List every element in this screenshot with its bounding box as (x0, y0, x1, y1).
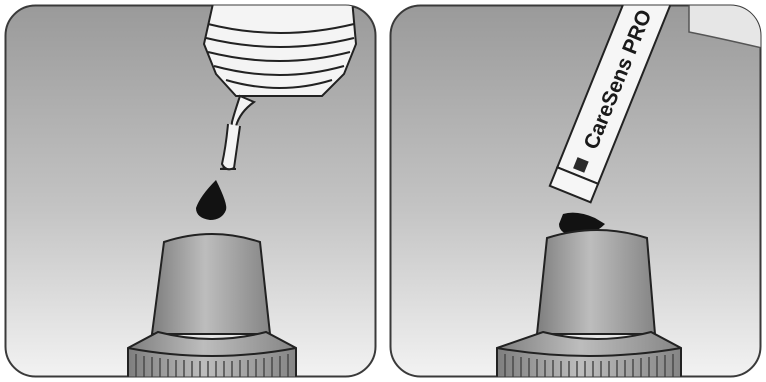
right-illustration: CareSens PRO (389, 4, 762, 378)
left-illustration-panel (4, 4, 377, 378)
right-illustration-panel: CareSens PRO (389, 4, 762, 378)
left-illustration (4, 4, 377, 378)
